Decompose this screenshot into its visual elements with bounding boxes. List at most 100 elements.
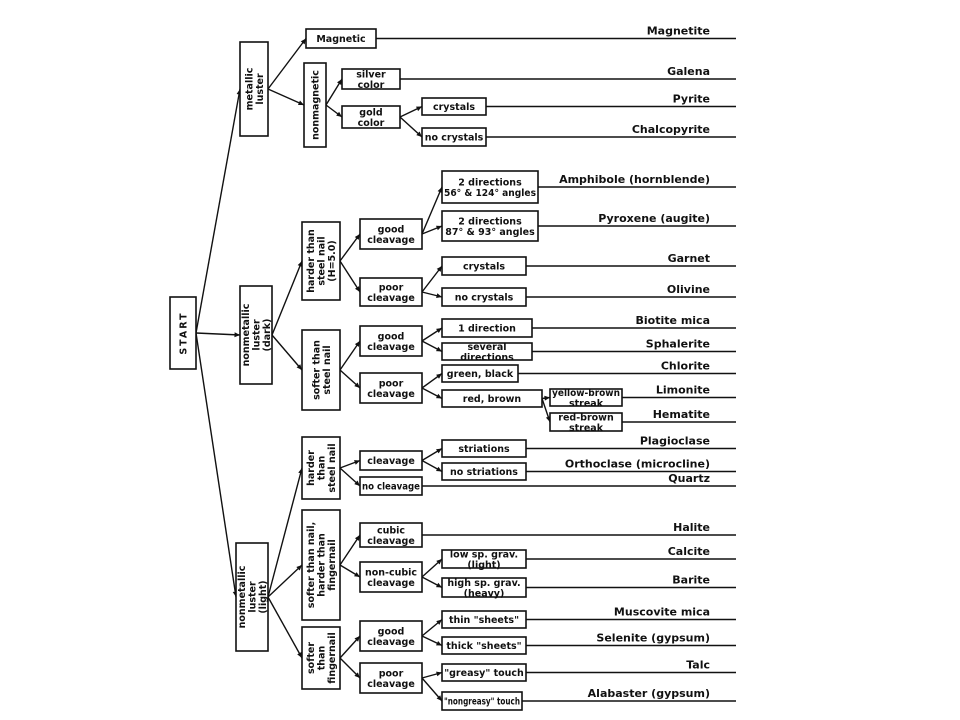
node-box xyxy=(301,436,341,500)
node-label: thick "sheets" xyxy=(446,641,521,652)
node-label-line: 87° & 93° angles xyxy=(445,227,535,238)
connector-arrow xyxy=(399,105,423,118)
node-hard-dark: harder thansteel nail(H=5.0) xyxy=(301,221,341,301)
node-label-line: steel nail xyxy=(322,345,333,394)
node-label: high sp. grav.(heavy) xyxy=(447,578,520,600)
node-box xyxy=(441,256,527,276)
connector-arrow xyxy=(339,369,361,389)
node-label-line: "greasy" touch xyxy=(444,668,524,679)
connector-arrow xyxy=(195,332,241,338)
node-label-line: cleavage xyxy=(367,235,415,246)
node-label-line: harder than xyxy=(306,229,317,293)
connector-arrow xyxy=(339,459,361,469)
node-label-line: metallic xyxy=(244,68,255,111)
connector-arrow xyxy=(339,635,361,659)
node-label: no crystals xyxy=(455,293,514,304)
node-label-line: nonmetallic xyxy=(241,304,252,367)
mineral-orthoclase: Orthoclase (microcline) xyxy=(565,458,710,471)
node-thin: thin "sheets" xyxy=(441,610,527,629)
node-label: harder thansteel nail(H=5.0) xyxy=(306,229,338,293)
node-label-line: cleavage xyxy=(367,293,415,304)
node-nostriations: no striations xyxy=(441,462,527,481)
node-box xyxy=(441,577,527,598)
node-label-line: fingernail xyxy=(327,539,338,590)
node-label-line: crystals xyxy=(463,262,505,273)
node-box xyxy=(359,620,423,652)
node-label-line: red, brown xyxy=(463,394,522,405)
mineral-pyroxene: Pyroxene (augite) xyxy=(598,212,710,225)
node-metallic: metallicluster xyxy=(239,41,269,137)
mineral-magnetite: Magnetite xyxy=(647,25,710,38)
node-label-line: softer xyxy=(306,642,317,674)
node-label-line: cleavage xyxy=(367,578,415,589)
node-label-line: thick "sheets" xyxy=(446,641,521,652)
node-label-line: (heavy) xyxy=(464,588,505,599)
node-highsg: high sp. grav.(heavy) xyxy=(441,577,527,600)
mineral-amphibole: Amphibole (hornblende) xyxy=(559,173,710,186)
mineral-muscovite: Muscovite mica xyxy=(614,606,710,619)
connector-arrow xyxy=(421,447,443,462)
connector-arrow xyxy=(339,467,361,487)
node-label: crystals xyxy=(433,102,475,113)
node-label-line: 2 directions xyxy=(458,177,522,188)
node-box xyxy=(359,522,423,548)
node-box xyxy=(359,277,423,307)
connector-arrow xyxy=(421,618,443,637)
node-nonmet-light: nonmetallicluster(light) xyxy=(235,542,269,652)
node-box xyxy=(441,439,527,458)
mineral-labels: MagnetiteGalenaPyriteChalcopyriteAmphibo… xyxy=(559,25,710,701)
node-label-line: cleavage xyxy=(367,679,415,690)
node-label-line: no crystals xyxy=(425,133,484,144)
node-label-line: luster xyxy=(248,581,259,613)
connector-arrow xyxy=(325,104,343,118)
connector-arrow xyxy=(421,265,443,293)
decision-nodes: STARTmetalliclusternonmetallicluster(dar… xyxy=(169,28,623,711)
connector-arrow xyxy=(421,671,443,679)
node-soft-light: softerthanfingernail xyxy=(301,626,341,690)
node-greenblack: green, black xyxy=(441,364,519,383)
node-box xyxy=(359,561,423,593)
node-label-line: yellow-brown xyxy=(552,388,620,399)
mineral-quartz: Quartz xyxy=(668,472,710,485)
connector-arrow xyxy=(325,78,343,106)
mineral-halite: Halite xyxy=(673,521,710,534)
node-box xyxy=(303,62,327,148)
mineral-sphalerite: Sphalerite xyxy=(646,338,710,351)
connector-arrow xyxy=(421,186,443,235)
connector-arrow xyxy=(339,657,361,679)
mineral-barite: Barite xyxy=(672,574,710,587)
node-label: nonmetallicluster(light) xyxy=(237,566,269,629)
node-label-line: fingernail xyxy=(327,632,338,683)
node-box xyxy=(341,105,401,129)
node-label-line: luster xyxy=(255,73,266,105)
node-label-line: thin "sheets" xyxy=(449,615,519,626)
node-label: no crystals xyxy=(425,133,484,144)
mineral-pyrite: Pyrite xyxy=(673,93,710,106)
mineral-garnet: Garnet xyxy=(668,252,710,265)
connector-arrow xyxy=(267,88,305,106)
connector-arrow xyxy=(339,564,361,578)
node-label-line: softer than nail, xyxy=(306,522,317,608)
node-nocleavage-l: no cleavage xyxy=(359,476,423,496)
node-label-line: streak xyxy=(569,423,604,434)
node-box xyxy=(441,170,539,204)
mineral-biotite: Biotite mica xyxy=(636,314,710,327)
node-label-line: crystals xyxy=(433,102,475,113)
node-nonmet-dark: nonmetallicluster(dark) xyxy=(239,285,273,385)
connector-lines xyxy=(195,38,551,702)
node-greasy: "greasy" touch xyxy=(441,663,527,682)
connector-arrow xyxy=(421,327,443,342)
connector-arrow xyxy=(421,558,443,578)
mineral-hematite: Hematite xyxy=(653,408,710,421)
node-hard-light: harderthansteel nail xyxy=(301,436,341,500)
